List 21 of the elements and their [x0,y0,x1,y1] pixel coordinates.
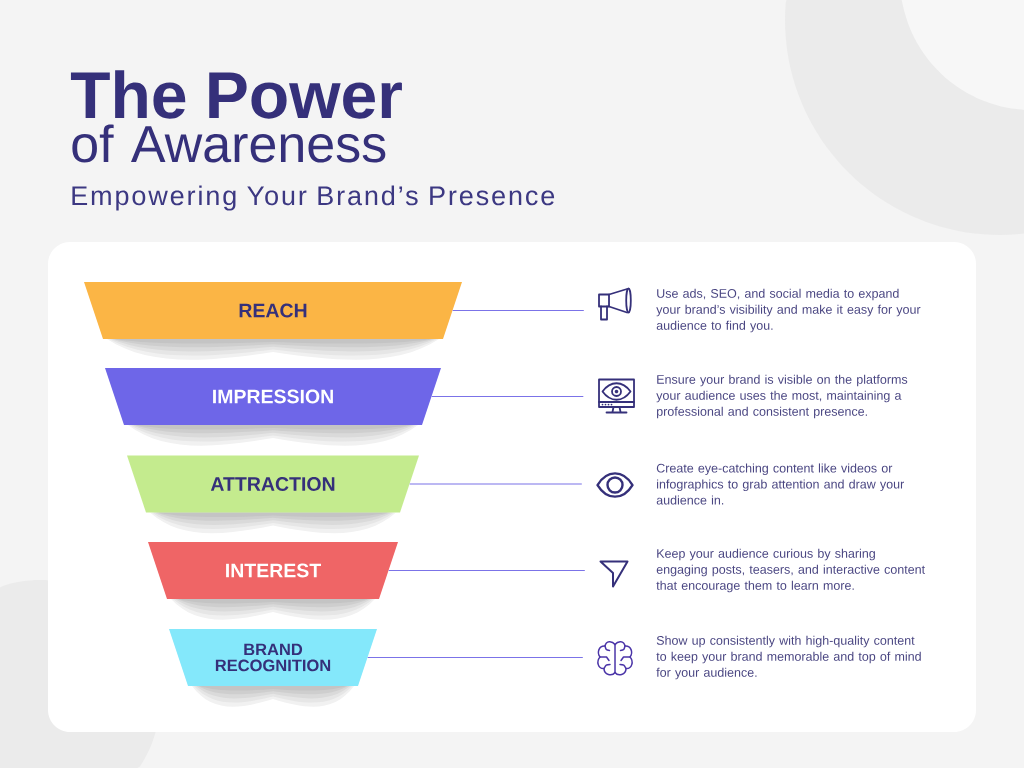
monitor-eye-icon [598,378,635,414]
description-text: Ensure your brand is visible on the platforms your audience uses the most, maintaining a professional and consistent presence. [656,374,908,419]
funnel-band: IMPRESSION [105,368,441,425]
description-text: Create eye-catching content like videos or infographics to grab attention and draw your audience in. [656,463,904,505]
connector-line [452,310,585,311]
connector-line [409,483,583,485]
brain-icon [597,640,633,676]
connector-line [431,396,584,397]
funnel-band: INTEREST [148,542,398,599]
description-text: Use ads, SEO, and social media to expand your brand’s visibility and make it easy for your audience to find you. [656,288,921,333]
megaphone-icon [598,287,632,321]
connector-line [367,657,584,658]
funnel-band: REACH [84,282,462,339]
paper-plane-icon [599,560,629,588]
description-text: Keep your audience curious by sharing engaging posts, teasers, and interactive content that encourage them to learn more. [656,548,925,593]
eye-icon [596,472,634,498]
description-text: Show up consistently with high-quality content to keep your brand memorable and top of mind for your audience. [656,635,921,680]
subtitle: Empowering Your Brand’s Presence [72,185,555,211]
funnel-band: BRAND RECOGNITION [169,629,377,686]
title: The Power of Awareness [70,70,402,163]
connector-line [388,570,586,571]
